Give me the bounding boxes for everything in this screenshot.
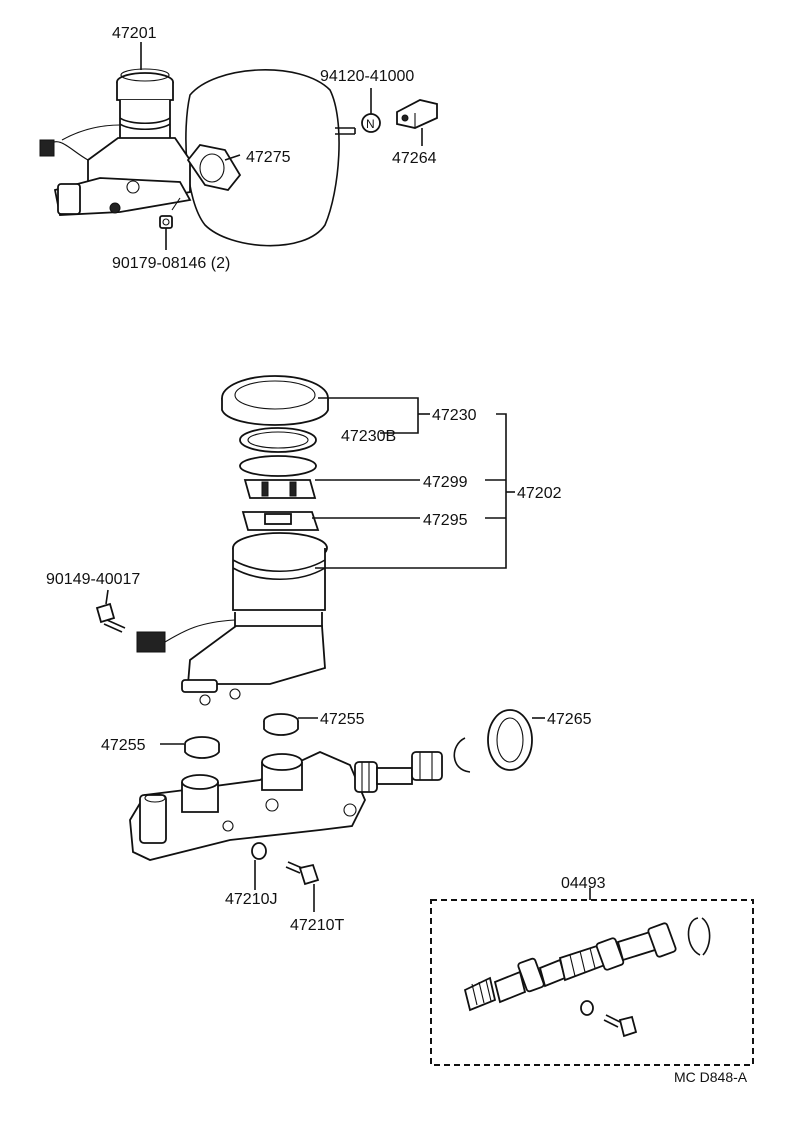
label-94120-41000: 94120-41000 bbox=[320, 68, 414, 85]
snap-ring bbox=[453, 737, 471, 773]
label-04493: 04493 bbox=[561, 875, 606, 892]
drawing-code: MC D848-A bbox=[674, 1069, 748, 1085]
kit-gasket bbox=[580, 1000, 594, 1016]
label-47255-left: 47255 bbox=[101, 737, 146, 754]
label-47202: 47202 bbox=[517, 485, 562, 502]
strainer-47295 bbox=[241, 511, 320, 531]
reservoir-cap-47230 bbox=[221, 375, 329, 426]
nut-94120: N bbox=[361, 88, 381, 133]
label-90149-40017: 90149-40017 bbox=[46, 571, 140, 588]
grommet-47255-left bbox=[184, 736, 220, 759]
label-90179-08146: 90179-08146 (2) bbox=[112, 255, 230, 272]
float-47299 bbox=[239, 455, 317, 499]
label-47275: 47275 bbox=[246, 149, 291, 166]
cap-seal-47230b bbox=[239, 427, 317, 453]
label-47255-right: 47255 bbox=[320, 711, 365, 728]
bolt-47210t bbox=[285, 861, 320, 912]
label-47299: 47299 bbox=[423, 474, 468, 491]
boot-47265 bbox=[487, 709, 533, 771]
reservoir-tank bbox=[136, 532, 328, 706]
piston-rod bbox=[354, 751, 443, 793]
label-47210t: 47210T bbox=[290, 917, 344, 934]
clevis-47264 bbox=[396, 99, 438, 146]
label-47230: 47230 bbox=[432, 407, 477, 424]
master-cylinder-assembly-top bbox=[39, 68, 242, 229]
kit-snap-ring bbox=[687, 917, 711, 956]
screw-90149-40017 bbox=[95, 589, 126, 633]
label-47264: 47264 bbox=[392, 150, 437, 167]
nut-letter: N bbox=[366, 117, 375, 131]
gasket-47210j bbox=[251, 842, 267, 890]
kit-bolt bbox=[603, 1014, 638, 1038]
kit-piston-assembly bbox=[463, 922, 677, 1012]
label-47265: 47265 bbox=[547, 711, 592, 728]
kit-box bbox=[430, 899, 754, 1066]
label-47295: 47295 bbox=[423, 512, 468, 529]
brake-booster bbox=[185, 69, 356, 247]
grommet-47255-right bbox=[263, 713, 299, 736]
label-47230b: 47230B bbox=[341, 428, 396, 445]
label-47210j: 47210J bbox=[225, 891, 278, 908]
label-47201: 47201 bbox=[112, 25, 157, 42]
master-cylinder-body bbox=[129, 751, 366, 861]
